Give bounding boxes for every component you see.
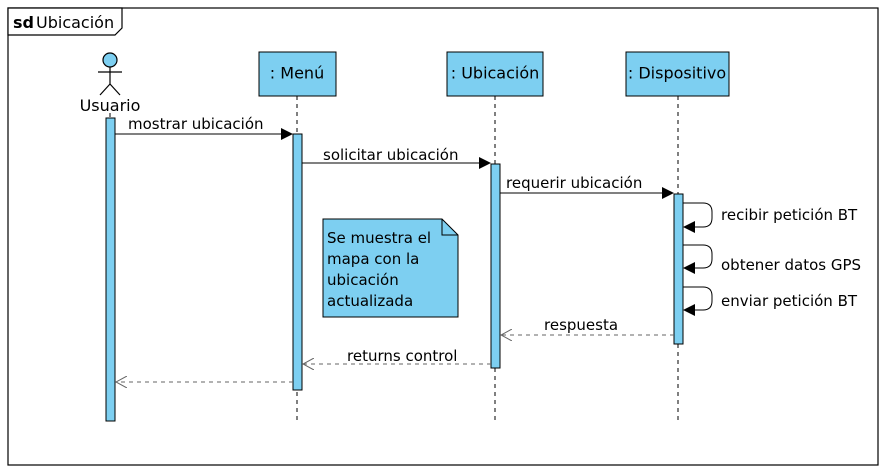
lifeline-dispositivo-activation [673,193,684,345]
message-solicitar-ubicacion: solicitar ubicación [302,146,491,169]
message-label: respuesta [544,316,618,334]
lifeline-menu-label: : Menú [270,64,324,83]
return-message-returns-control: returns control [303,347,491,365]
message-label: obtener datos GPS [721,256,861,274]
actor-stick-figure-icon [98,52,122,96]
message-label: enviar petición BT [721,292,858,310]
lifeline-ubicacion: : Ubicación [446,51,544,422]
actor-usuario: Usuario [80,52,141,422]
message-mostrar-ubicacion: mostrar ubicación [115,115,293,140]
note-line-3: ubicación [327,271,399,289]
lifeline-dispositivo-label: : Dispositivo [628,64,726,83]
lifeline-dispositivo-head [625,51,730,97]
lifeline-ubicacion-label: : Ubicación [451,64,540,83]
actor-label: Usuario [80,96,141,115]
lifeline-ubicacion-head [446,51,544,97]
lifeline-menu-head [258,51,337,97]
self-message-arrow [683,244,713,274]
message-label: returns control [347,347,457,365]
message-requerir-ubicacion: requerir ubicación [500,174,674,199]
self-message-obtener-datos-gps: obtener datos GPS [683,244,861,274]
note: Se muestra el mapa con la ubicación actu… [322,218,459,318]
self-message-arrow [683,286,713,316]
return-message-respuesta: respuesta [501,316,674,335]
message-label: recibir petición BT [721,206,858,224]
note-box [322,218,459,318]
message-label: mostrar ubicación [128,115,264,133]
lifeline-menu: : Menú [258,51,337,422]
lifeline-menu-activation [292,133,303,391]
note-folded-corner-icon [441,219,458,236]
self-message-enviar-peticion-bt: enviar petición BT [683,286,858,316]
self-message-recibir-peticion-bt: recibir petición BT [683,202,858,233]
note-line-1: Se muestra el [327,229,431,247]
note-line-2: mapa con la [327,250,419,268]
frame-keyword: sd [13,13,34,32]
frame-tab [7,7,123,36]
frame-name: Ubicación [36,13,114,32]
note-line-4: actualizada [327,292,413,310]
message-label: requerir ubicación [506,174,642,192]
lifeline-ubicacion-activation [490,163,501,369]
message-label: solicitar ubicación [323,146,458,164]
self-message-arrow [683,202,713,233]
actor-activation [105,117,116,422]
